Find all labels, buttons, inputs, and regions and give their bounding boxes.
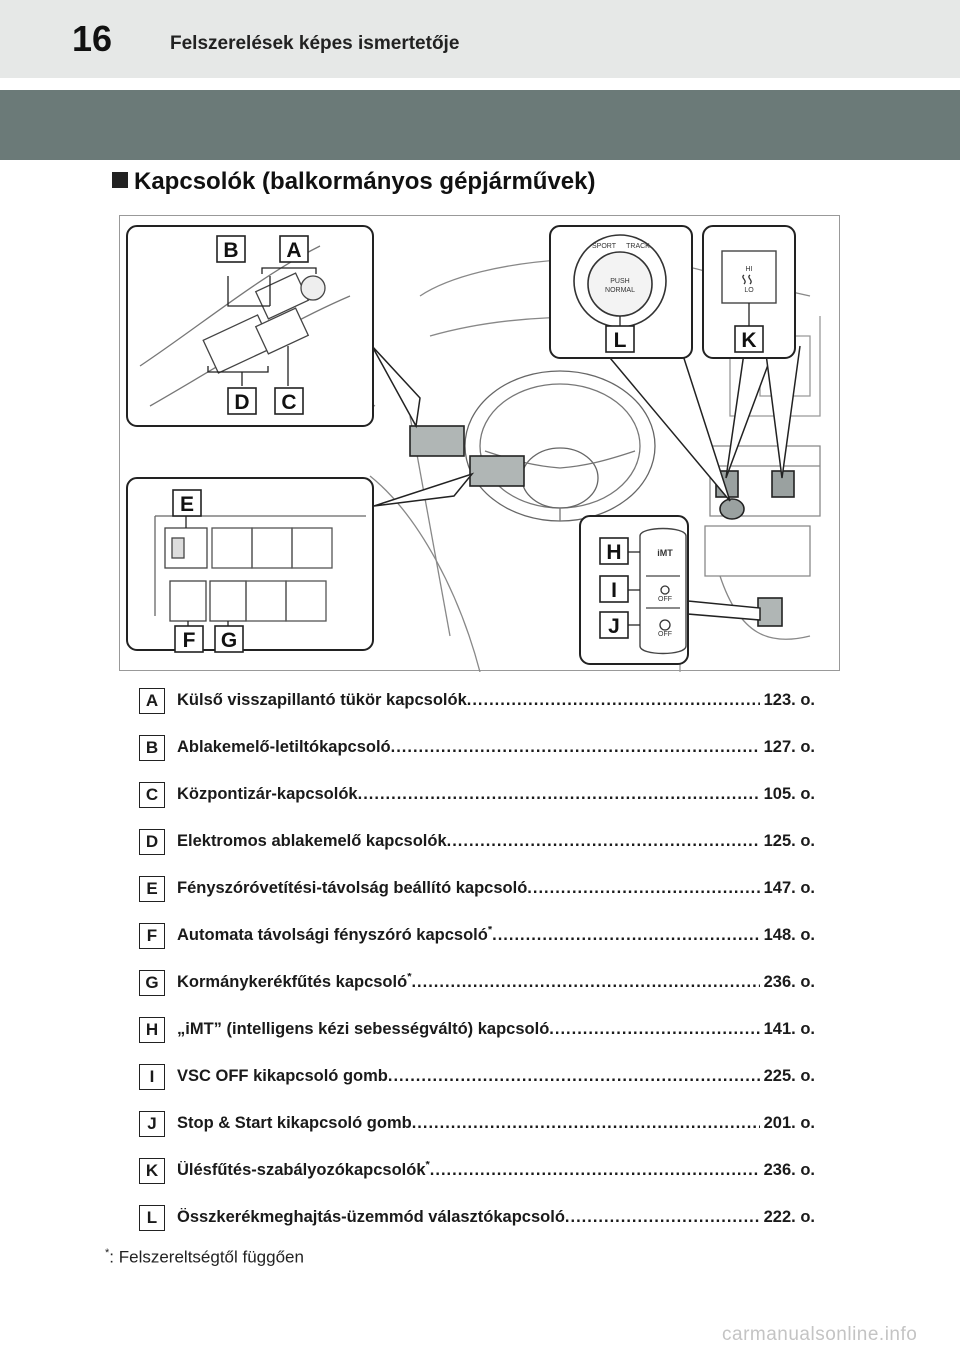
item-label: Elektromos ablakemelő kapcsolók	[177, 832, 447, 850]
section-title: Kapcsolók (balkormányos gépjárművek)	[112, 168, 595, 196]
footnote: *: Felszereltségtől függően	[105, 1247, 304, 1268]
item-letter: I	[139, 1064, 165, 1090]
item-label: Központizár-kapcsolók	[177, 785, 358, 803]
callout-b: B	[223, 239, 238, 262]
watermark: carmanualsonline.info	[722, 1324, 918, 1345]
item-page-ref: 105. o.	[763, 785, 815, 803]
page-number: 16	[72, 18, 113, 59]
item-letter: F	[139, 923, 165, 949]
list-item: B Ablakemelő-letiltókapcsoló 127. o.	[139, 735, 815, 763]
knob-label-push: PUSH	[610, 278, 629, 285]
item-page-ref: 236. o.	[763, 1161, 815, 1179]
item-page-ref: 148. o.	[763, 926, 815, 944]
callout-e: E	[180, 493, 194, 516]
header-title: Felszerelések képes ismertetője	[170, 33, 460, 54]
knob-label-track: TRACK	[626, 243, 650, 250]
callout-l: L	[614, 329, 627, 352]
list-item: D Elektromos ablakemelő kapcsolók 125. o.	[139, 829, 815, 857]
item-page-ref: 125. o.	[763, 832, 815, 850]
list-item: E Fényszóróvetítési-távolság beállító kap…	[139, 876, 815, 904]
section-title-text: Kapcsolók (balkormányos gépjárművek)	[134, 168, 596, 195]
callout-a: A	[286, 239, 301, 262]
footnote-text: : Felszereltségtől függően	[109, 1247, 304, 1267]
item-letter: G	[139, 970, 165, 996]
switches-illustration: B A D C E F G SPORT TRACK PUSH NORMAL	[119, 215, 840, 672]
item-page-ref: 147. o.	[763, 879, 815, 897]
seat-heater-hi: HI	[746, 266, 753, 273]
item-page-ref: 236. o.	[763, 973, 815, 991]
callout-g: G	[221, 629, 237, 652]
knob-label-sport: SPORT	[592, 243, 617, 250]
item-label: Ülésfűtés-szabályozókapcsolók	[177, 1161, 426, 1179]
stop-start-off-label: OFF	[658, 631, 672, 638]
callout-d: D	[234, 391, 249, 414]
item-letter: L	[139, 1205, 165, 1231]
item-page-ref: 225. o.	[763, 1067, 815, 1085]
item-letter: D	[139, 829, 165, 855]
list-item: J Stop & Start kikapcsoló gomb 201. o.	[139, 1111, 815, 1139]
list-item: H „iMT” (intelligens kézi sebességváltó) …	[139, 1017, 815, 1045]
item-label: Összkerékmeghajtás-üzemmód választókapcs…	[177, 1208, 565, 1226]
list-item: L Összkerékmeghajtás-üzemmód választókapc…	[139, 1205, 815, 1233]
item-label: Stop & Start kikapcsoló gomb	[177, 1114, 412, 1132]
callout-i: I	[611, 579, 617, 602]
item-page-ref: 127. o.	[763, 738, 815, 756]
callout-j: J	[608, 615, 620, 638]
list-item: A Külső visszapillantó tükör kapcsolók 123…	[139, 688, 815, 716]
bullet-square-icon	[112, 172, 128, 188]
item-label: VSC OFF kikapcsoló gomb	[177, 1067, 388, 1085]
footnote-star: *	[105, 1247, 110, 1259]
item-label: Ablakemelő-letiltókapcsoló	[177, 738, 391, 756]
item-letter: B	[139, 735, 165, 761]
list-item: I VSC OFF kikapcsoló gomb 225. o.	[139, 1064, 815, 1092]
vsc-off-label: OFF	[658, 596, 672, 603]
item-letter: E	[139, 876, 165, 902]
item-page-ref: 222. o.	[763, 1208, 815, 1226]
item-page-ref: 123. o.	[763, 691, 815, 709]
list-item: C Központizár-kapcsolók 105. o.	[139, 782, 815, 810]
item-letter: A	[139, 688, 165, 714]
item-label: Külső visszapillantó tükör kapcsolók	[177, 691, 467, 709]
callout-c: C	[281, 391, 296, 414]
item-page-ref: 201. o.	[763, 1114, 815, 1132]
imt-button-label: iMT	[657, 548, 673, 558]
item-letter: K	[139, 1158, 165, 1184]
header-band	[0, 90, 960, 160]
item-letter: H	[139, 1017, 165, 1043]
item-label: Fényszóróvetítési-távolság beállító kapc…	[177, 879, 528, 897]
item-label: „iMT” (intelligens kézi sebességváltó) k…	[177, 1020, 550, 1038]
dashboard-drawing: B A D C E F G SPORT TRACK PUSH NORMAL	[126, 225, 821, 672]
callout-f: F	[183, 629, 196, 652]
item-label: Kormánykerékfűtés kapcsoló	[177, 973, 408, 991]
header-bar	[0, 0, 960, 78]
callout-k: K	[741, 329, 756, 352]
item-letter: C	[139, 782, 165, 808]
item-page-ref: 141. o.	[763, 1020, 815, 1038]
item-letter: J	[139, 1111, 165, 1137]
knob-label-normal: NORMAL	[605, 287, 635, 294]
seat-heater-lo: LO	[744, 287, 754, 294]
item-label: Automata távolsági fényszóró kapcsoló	[177, 926, 488, 944]
callout-h: H	[606, 541, 621, 564]
